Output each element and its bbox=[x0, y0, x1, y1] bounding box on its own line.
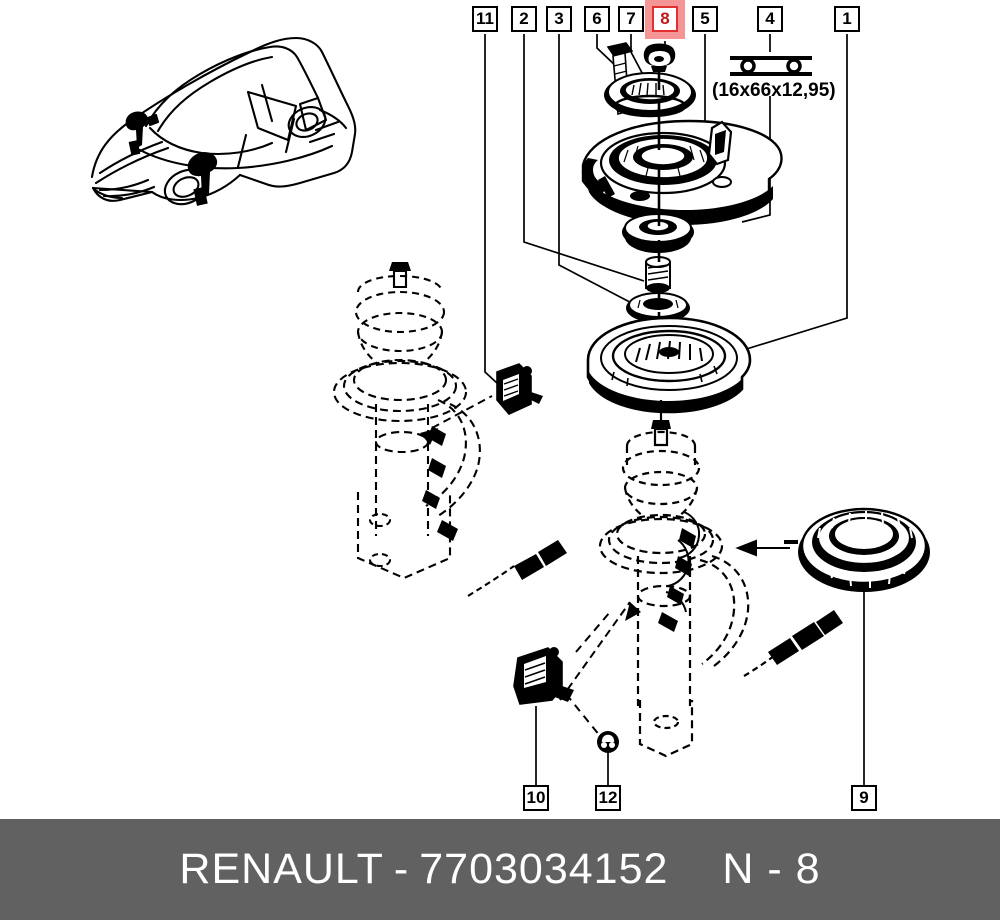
bump-stop-artwork bbox=[645, 256, 671, 293]
callout-8-selected[interactable]: 8 bbox=[652, 6, 678, 32]
brand-label: RENAULT bbox=[179, 845, 384, 893]
strut-mount-body-artwork bbox=[581, 119, 783, 225]
assembly-arrow-right bbox=[735, 539, 790, 557]
upper-washer-plate-artwork bbox=[604, 72, 696, 118]
callout-11[interactable]: 11 bbox=[472, 6, 498, 32]
part-number-banner: RENAULT - 7703034152 N - 8 bbox=[0, 819, 1000, 920]
callout-2[interactable]: 2 bbox=[511, 6, 537, 32]
clip-assembly-dash-line bbox=[565, 611, 611, 737]
vehicle-illustration bbox=[90, 36, 357, 206]
callout-9[interactable]: 9 bbox=[851, 785, 877, 811]
page-reference: N - 8 bbox=[722, 845, 821, 893]
callout-6[interactable]: 6 bbox=[584, 6, 610, 32]
right-strut-assembly bbox=[598, 400, 843, 758]
bearing-dimension-label: (16x66x12,95) bbox=[712, 80, 836, 101]
callout-10[interactable]: 10 bbox=[523, 785, 549, 811]
strut-rod-nut-artwork bbox=[643, 43, 676, 72]
banner-separator: - bbox=[393, 845, 410, 893]
bearing-dimension-symbol bbox=[730, 56, 812, 76]
assembly-arrow-head-lower bbox=[625, 602, 641, 621]
lower-spring-seat-artwork bbox=[586, 316, 752, 414]
left-strut-assembly bbox=[332, 262, 567, 597]
banner-content: RENAULT - 7703034152 N - 8 bbox=[179, 845, 820, 894]
sensor-bracket-arrow bbox=[431, 395, 493, 429]
lower-washer-cup-artwork bbox=[626, 292, 690, 323]
sensor-cable-bracket-artwork bbox=[496, 363, 543, 415]
callout-4[interactable]: 4 bbox=[757, 6, 783, 32]
hose-bracket-clip-artwork bbox=[513, 647, 574, 705]
callout-5[interactable]: 5 bbox=[692, 6, 718, 32]
thrust-bearing-ring-artwork bbox=[784, 507, 930, 592]
callout-1[interactable]: 1 bbox=[834, 6, 860, 32]
sensor-bracket-arrow-head bbox=[420, 428, 438, 445]
part-number: 7703034152 bbox=[419, 845, 669, 893]
retaining-clip-artwork bbox=[597, 731, 619, 753]
callout-7[interactable]: 7 bbox=[618, 6, 644, 32]
callout-12[interactable]: 12 bbox=[595, 785, 621, 811]
assembly-arrow-left-lower bbox=[559, 601, 631, 701]
callout-3[interactable]: 3 bbox=[546, 6, 572, 32]
